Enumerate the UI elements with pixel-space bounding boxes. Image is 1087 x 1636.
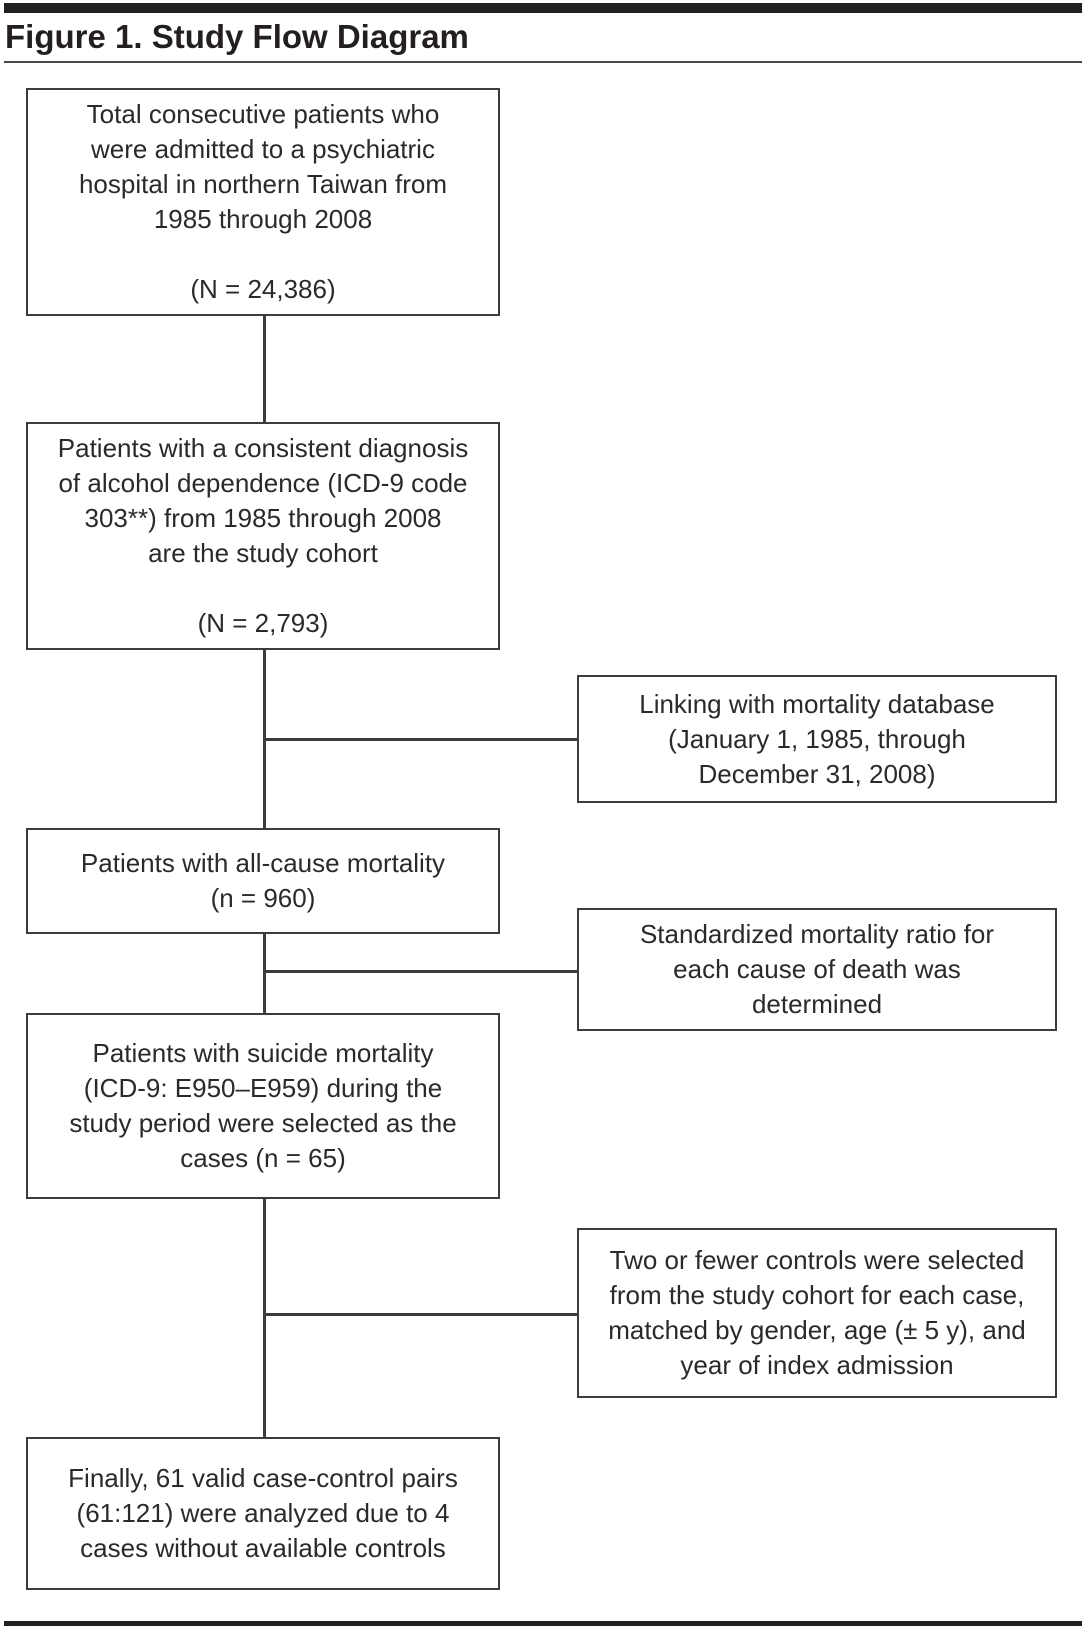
flow-box-final-pairs: Finally, 61 valid case-control pairs (61… (26, 1437, 500, 1590)
title-underline-rule (4, 61, 1082, 63)
connector-box4-box5 (263, 1199, 266, 1437)
connector-branch-controls (265, 1313, 577, 1316)
text-line: are the study cohort (148, 538, 378, 568)
text-line: matched by gender, age (± 5 y), and (608, 1315, 1026, 1345)
text-line: Linking with mortality database (639, 688, 995, 719)
text-line: cases (n = 65) (180, 1143, 346, 1173)
flow-box-suicide-cases: Patients with suicide mortality (ICD-9: … (26, 1013, 500, 1199)
text-line: of alcohol dependence (ICD-9 code (58, 468, 468, 498)
flow-box-total-patients: Total consecutive patients who were admi… (26, 88, 500, 316)
connector-box3-box4 (263, 934, 266, 1013)
text-line: 1985 through 2008 (153, 204, 373, 234)
connector-box2-box3 (263, 650, 266, 828)
count-line: (n = 960) (210, 883, 316, 913)
text-line: each cause of death was (673, 954, 961, 984)
count-line: (N = 24,386) (190, 274, 336, 304)
connector-branch-smr (265, 970, 577, 973)
text-line: Standardized mortality ratio for (639, 919, 995, 949)
text-line: hospital in northern Taiwan from (78, 169, 448, 199)
text-line: December 31, 2008) (698, 758, 936, 789)
text-line: cases without available controls (80, 1533, 446, 1563)
text-line: Two or fewer controls were selected (609, 1245, 1025, 1275)
text-line: Patients with all-cause mortality (80, 848, 446, 878)
text-line: (January 1, 1985, through (668, 723, 966, 754)
figure-title: Figure 1. Study Flow Diagram (5, 18, 469, 55)
flow-box-study-cohort: Patients with a consistent diagnosis of … (26, 422, 500, 650)
text-line: Total consecutive patients who (86, 99, 440, 129)
flow-box-linking-mortality-database: Linking with mortality database (January… (577, 675, 1057, 803)
text-line: (ICD-9: E950–E959) during the (83, 1073, 443, 1103)
text-line: determined (751, 989, 883, 1019)
text-line: year of index admission (680, 1350, 954, 1380)
bottom-rule (4, 1621, 1082, 1626)
text-line: from the study cohort for each case, (609, 1280, 1025, 1310)
count-line: (N = 2,793) (197, 608, 329, 638)
text-line: were admitted to a psychiatric (91, 134, 435, 164)
text-line: study period were selected as the (69, 1108, 457, 1138)
text-line: Patients with a consistent diagnosis (57, 433, 469, 463)
connector-box1-box2 (263, 316, 266, 422)
text-line: Patients with suicide mortality (92, 1038, 434, 1068)
text-line: 303**) from 1985 through 2008 (84, 503, 442, 533)
text-line: Finally, 61 valid case-control pairs (68, 1463, 458, 1493)
top-rule (4, 3, 1082, 13)
flow-box-controls-selected: Two or fewer controls were selected from… (577, 1228, 1057, 1398)
flow-box-all-cause-mortality: Patients with all-cause mortality (n = 9… (26, 828, 500, 934)
connector-branch-linking-db (265, 738, 577, 741)
text-line: (61:121) were analyzed due to 4 (76, 1498, 450, 1528)
flow-box-smr-determined: Standardized mortality ratio for each ca… (577, 908, 1057, 1031)
